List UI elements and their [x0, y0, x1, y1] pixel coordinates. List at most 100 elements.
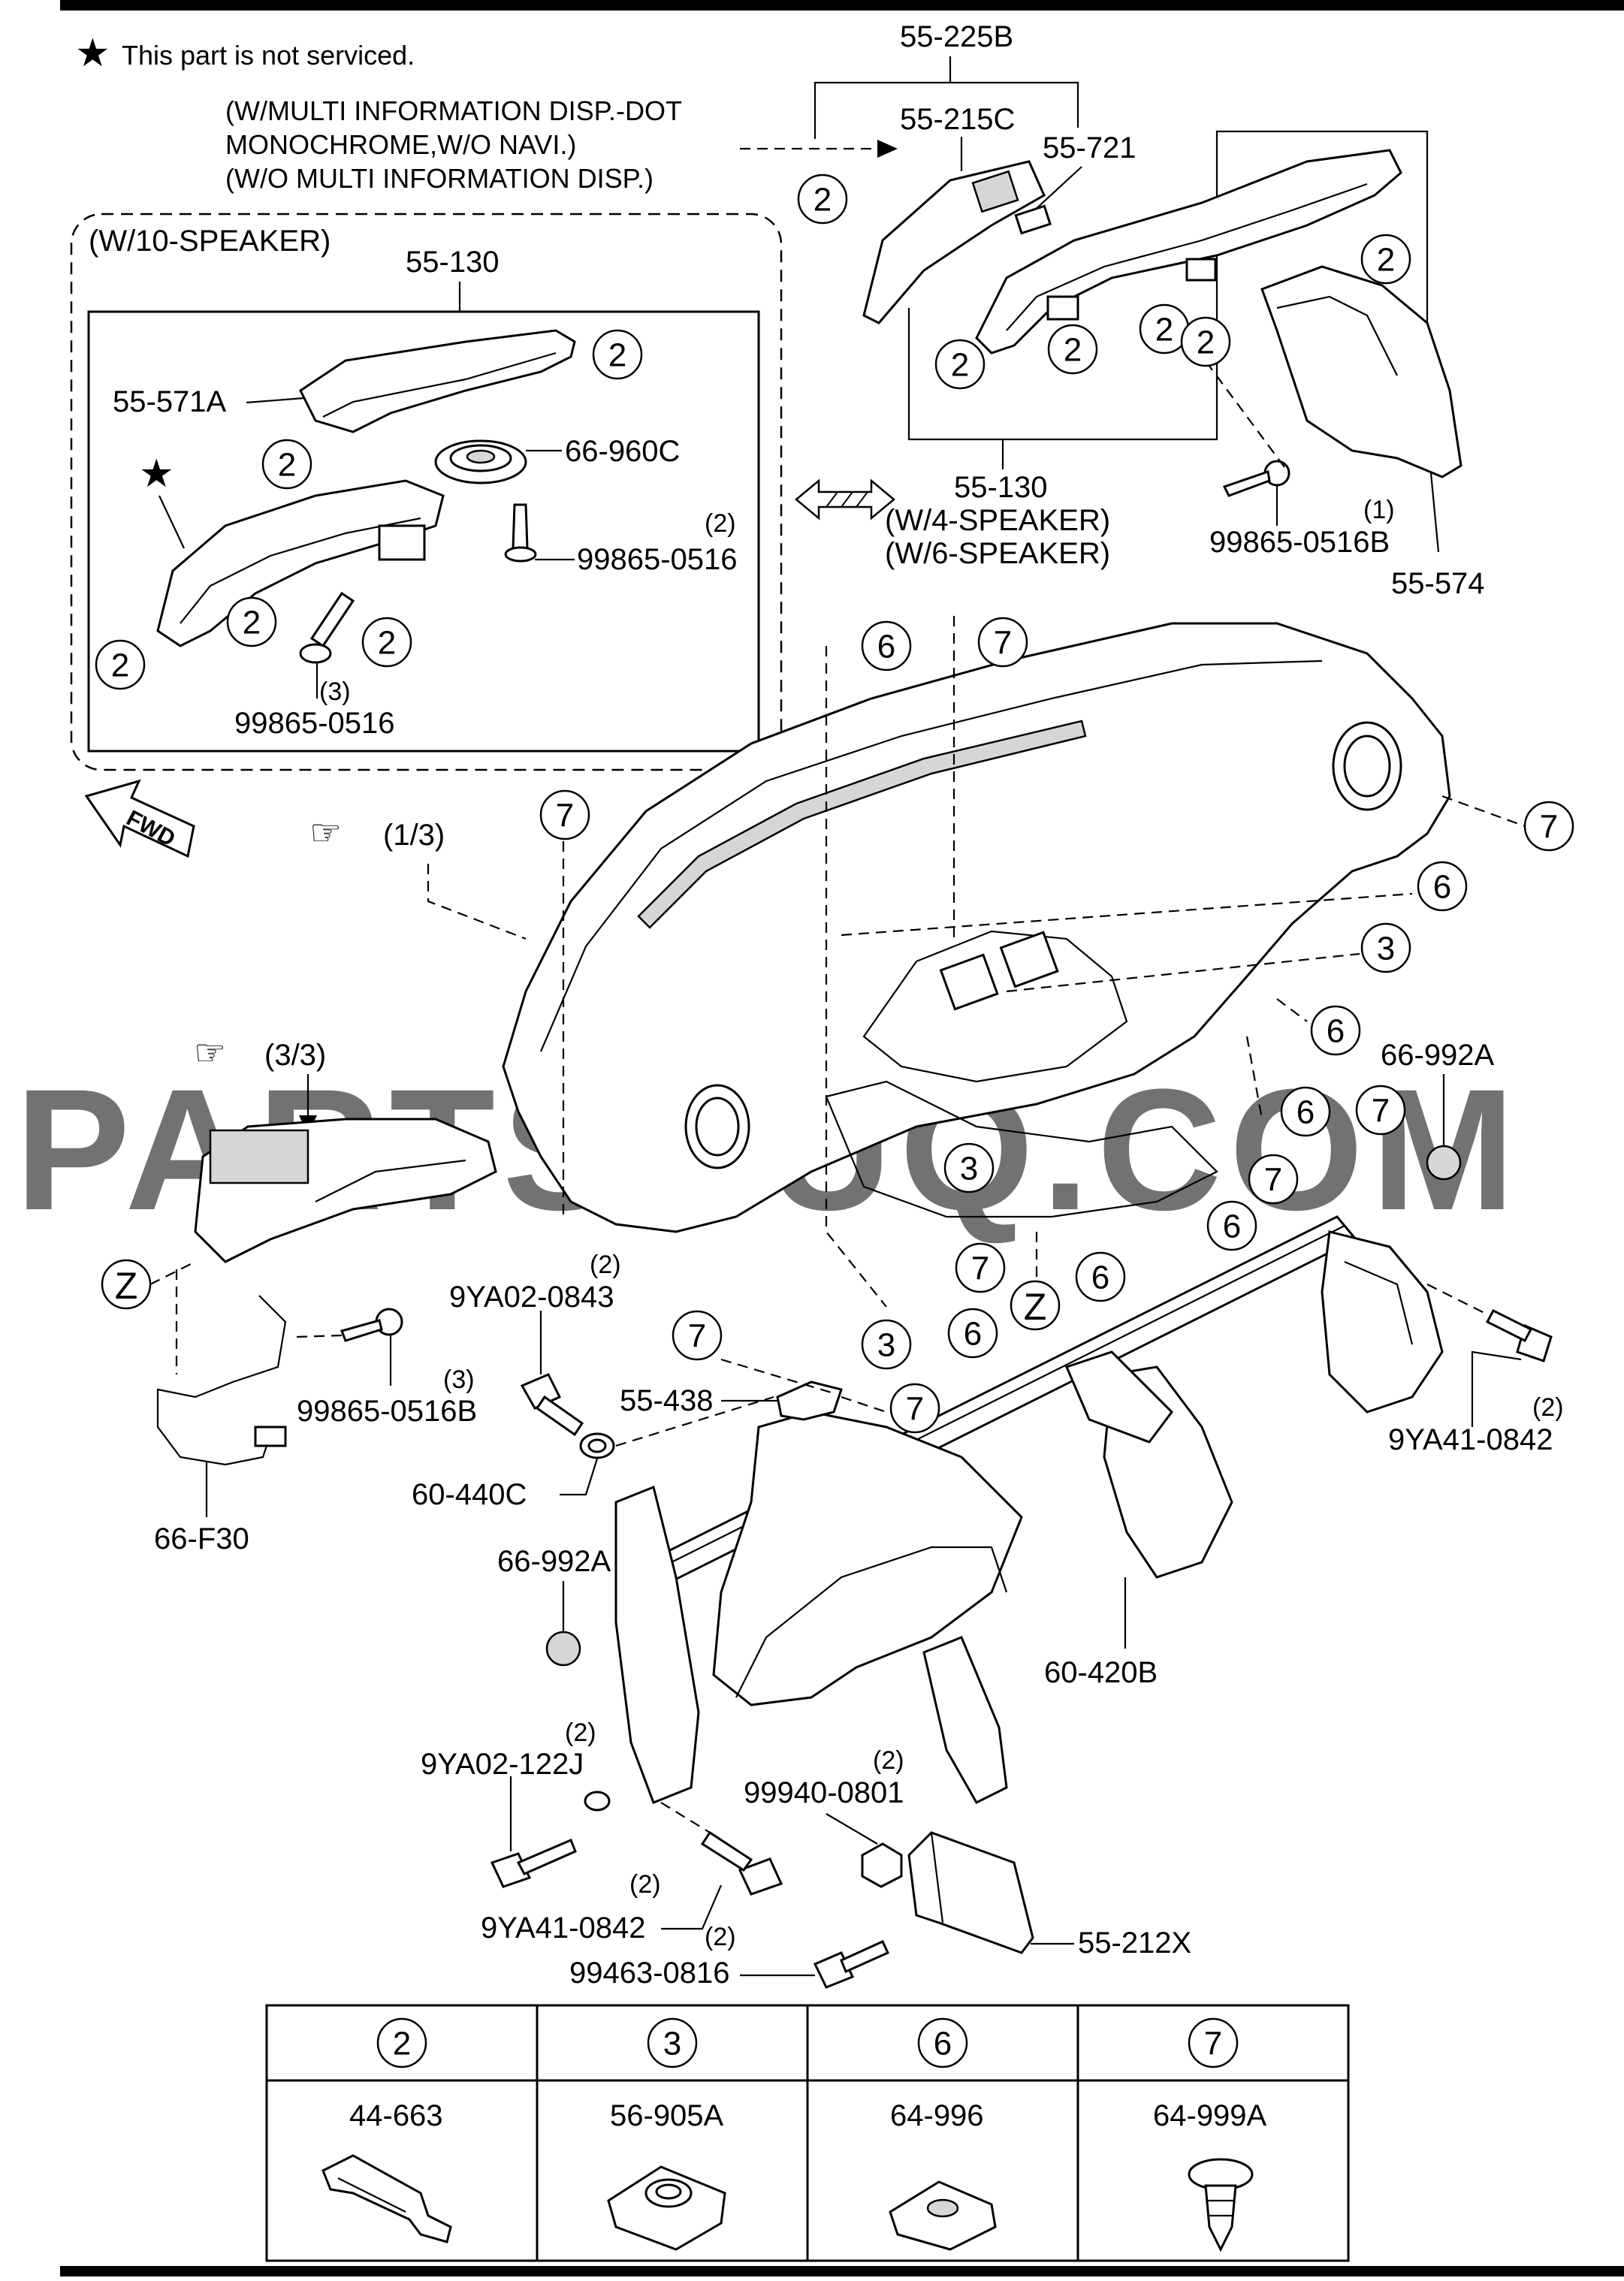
nut-56-905A-icon	[607, 2165, 726, 2251]
dashboard-center-cluster	[862, 930, 1128, 1083]
callout-6-a: 6	[861, 620, 912, 671]
callout-7-d: 7	[1355, 1085, 1406, 1136]
zone-marker-center: Z	[1010, 1280, 1061, 1331]
panel-window-55-721	[971, 170, 1019, 213]
zone-marker-left: Z	[101, 1259, 152, 1310]
callout-3-b-label: 3	[960, 1151, 978, 1187]
callout-7-d-label: 7	[1372, 1093, 1390, 1130]
cover-unserviced	[156, 479, 445, 647]
part-label-9YA02-122J: 9YA02-122J	[421, 1748, 584, 1781]
dashboard-panel	[502, 622, 1451, 1233]
dash-3-right	[1006, 952, 1360, 993]
bracket-55-130-mid	[907, 308, 1218, 441]
callout-2-g-label: 2	[608, 337, 626, 374]
dash-55-438-a	[720, 1358, 835, 1395]
glove-box-lid	[315, 1159, 466, 1202]
callout-6-a-label: 6	[877, 629, 895, 665]
part-label-66-960C: 66-960C	[565, 435, 680, 468]
part-label-99865-0516-a: 99865-0516	[577, 543, 738, 576]
callout-7-b-label: 7	[556, 798, 574, 834]
qty-9YA41-0842-a: (2)	[1532, 1393, 1564, 1422]
beam-right-bracket	[1321, 1230, 1444, 1414]
callout-6-c: 6	[1310, 1005, 1361, 1056]
meter-hood-inner	[1006, 183, 1368, 331]
callout-3-a: 3	[1360, 922, 1411, 973]
dash-9YA41-0842-a	[1426, 1284, 1488, 1315]
dash-6-right	[841, 892, 1413, 937]
ref-3-3: (3/3)	[264, 1039, 326, 1072]
dashboard-lower-frame	[825, 1080, 1218, 1218]
cover-bracket	[378, 524, 426, 561]
alternative-arrow-icon	[795, 478, 895, 520]
legend-callout-7: 7	[1188, 2017, 1239, 2068]
legend-part-64-999A: 64-999A	[1153, 2099, 1267, 2132]
legend-part-56-905A: 56-905A	[610, 2099, 724, 2132]
qty-9YA02-0843: (2)	[590, 1251, 621, 1279]
condition-w-multi-line1: (W/MULTI INFORMATION DISP.-DOT	[225, 95, 682, 126]
clip-55-721	[1014, 204, 1052, 235]
condition-w-multi-line3: (W/O MULTI INFORMATION DISP.)	[225, 163, 654, 194]
legend-part-44-663: 44-663	[349, 2099, 443, 2132]
dash-z-left	[149, 1261, 196, 1285]
bolt-9YA02-122J	[490, 1839, 577, 1888]
screw-99865-0516B-a	[1222, 460, 1290, 497]
callout-2-d-label: 2	[1064, 332, 1082, 369]
callout-2-b: 2	[1360, 234, 1411, 285]
part-label-99865-0516B-b: 99865-0516B	[297, 1395, 477, 1428]
legend-callout-6: 6	[917, 2017, 968, 2068]
part-label-99865-0516B-a: 99865-0516B	[1209, 526, 1390, 559]
beam-left-bracket	[614, 1485, 700, 1804]
ref-pointer-icon-3: ☞	[194, 1033, 226, 1073]
part-label-99865-0516-b: 99865-0516	[234, 707, 395, 740]
callout-7-c: 7	[1523, 801, 1574, 852]
callout-7-h-label: 7	[906, 1391, 924, 1428]
part-label-9YA41-0842-b: 9YA41-0842	[481, 1911, 645, 1945]
dash-55-438-b	[841, 1395, 887, 1414]
clip-64-996-icon	[889, 2180, 997, 2251]
glove-box-module	[209, 1129, 309, 1184]
callout-2-a-label: 2	[814, 182, 832, 219]
callout-2-h-label: 2	[278, 447, 296, 484]
zone-marker-center-label: Z	[1024, 1286, 1047, 1328]
screw-99865-0516B-b	[340, 1308, 403, 1342]
part-label-55-212X: 55-212X	[1078, 1926, 1191, 1960]
callout-6-c-label: 6	[1327, 1013, 1345, 1050]
part-label-66-F30: 66-F30	[154, 1522, 249, 1555]
callout-7-f-label: 7	[971, 1251, 989, 1287]
w10-speaker-dashed-box	[70, 213, 783, 771]
callout-6-g-label: 6	[964, 1316, 982, 1353]
callout-2-j-label: 2	[378, 625, 396, 662]
callout-7-a: 7	[977, 617, 1028, 668]
callout-7-c-label: 7	[1540, 809, 1558, 846]
callout-2-d: 2	[1047, 324, 1098, 375]
callout-2-j: 2	[361, 617, 412, 668]
legend-part-64-996: 64-996	[890, 2099, 984, 2132]
beam-right-bracket-inner	[1344, 1260, 1414, 1345]
dash-ref-1-3	[427, 864, 527, 940]
callout-2-f: 2	[934, 339, 986, 390]
part-label-60-440C: 60-440C	[412, 1478, 527, 1511]
dashboard-center-vent-1	[939, 953, 999, 1011]
dashboard-upper-edge	[539, 659, 1323, 1052]
qty-9YA02-122J: (2)	[565, 1718, 596, 1747]
speaker-66-960C	[434, 439, 527, 484]
meter-hood-tab-1	[1046, 295, 1079, 321]
leader-star	[158, 495, 185, 549]
qty-99940-0801: (2)	[873, 1746, 904, 1775]
ref-1-3: (1/3)	[383, 819, 445, 852]
bolt-9YA41-0842-a	[1485, 1309, 1553, 1362]
condition-w4-speaker: (W/4-SPEAKER)	[885, 504, 1110, 537]
fwd-arrow-icon: FWD	[84, 779, 195, 858]
leader-9YA41-0842-b	[661, 1884, 723, 1930]
callout-6-d: 6	[1280, 1086, 1331, 1137]
side-trim-inner	[1276, 295, 1398, 376]
callout-2-e-label: 2	[1197, 324, 1215, 361]
wire-harness-66-F30	[156, 1295, 287, 1466]
dashboard-left-vent	[684, 1084, 750, 1169]
legend-callout-3: 3	[647, 2017, 698, 2068]
callout-3-c: 3	[861, 1319, 912, 1370]
nut-99940-0801	[861, 1842, 903, 1888]
screw-99865-0516-b	[299, 591, 355, 664]
harness-connector	[254, 1426, 287, 1447]
